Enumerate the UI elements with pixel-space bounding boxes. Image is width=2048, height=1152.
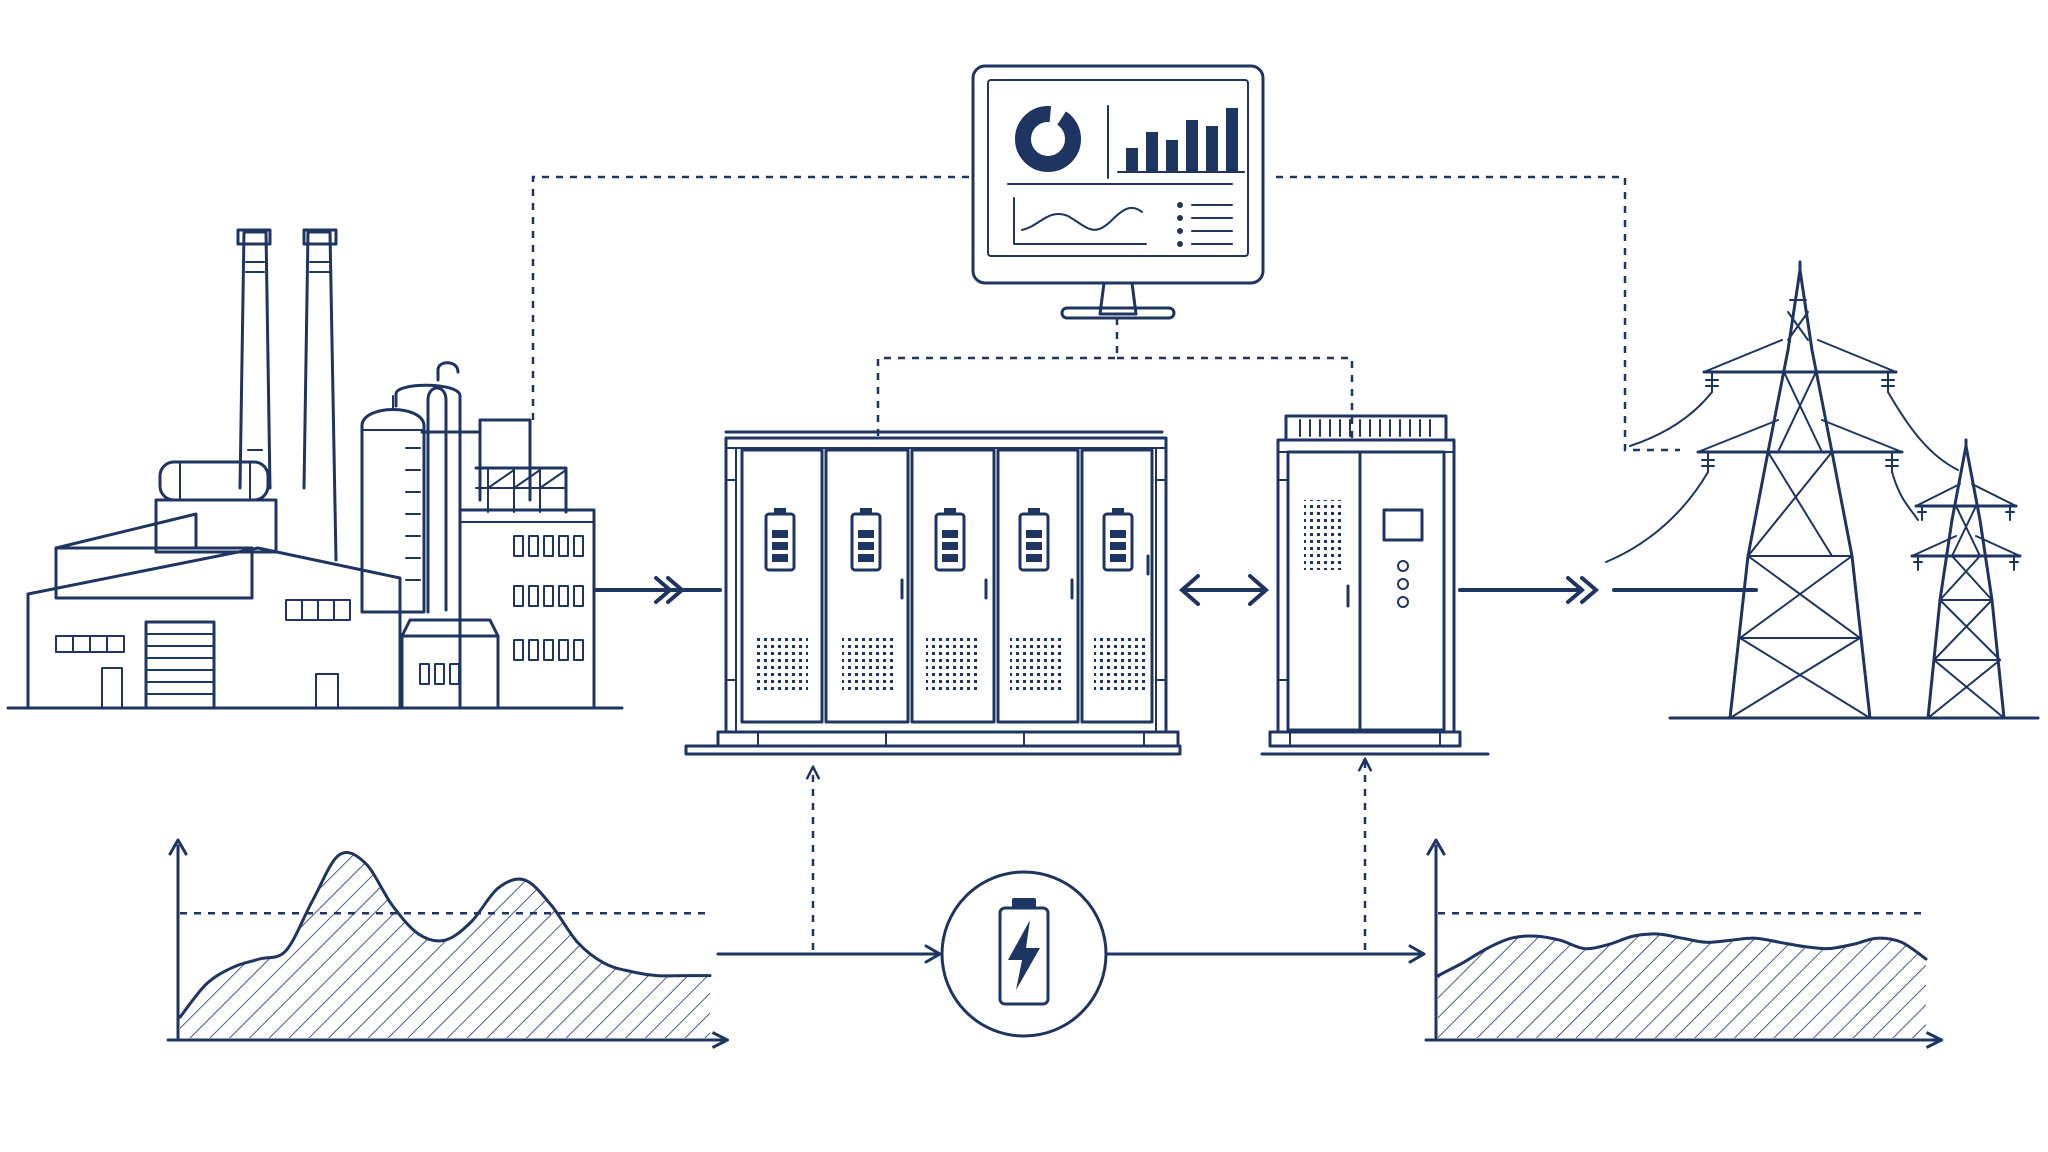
battery-storage-cabinet-icon: [684, 430, 1182, 756]
transmission-tower-icon: [1605, 260, 2040, 720]
battery-cabinet-door-3: [910, 448, 996, 724]
power-conversion-system-icon: [1260, 414, 1490, 756]
flow-arrow-smoothing: [716, 944, 1426, 964]
chart-2-y-arrow: [1426, 838, 1446, 856]
factory-windows: [513, 535, 584, 661]
dashboard-bar-chart-icon: [1117, 108, 1245, 173]
battery-cabinet-door-5: [1080, 448, 1154, 724]
chart-2-area: [1438, 933, 1926, 1038]
battery-cabinet-door-2: [824, 448, 910, 724]
bidirectional-arrow-storage-inverter: [1178, 574, 1270, 606]
chart-1-area: [180, 852, 710, 1038]
battery-charging-icon: [940, 870, 1108, 1038]
factory-icon: [6, 228, 624, 710]
battery-cabinet-door-1: [740, 448, 824, 724]
chart-1-y-arrow: [168, 838, 188, 856]
control-signal-lines: [531, 175, 1680, 950]
battery-cabinet-door-4: [996, 448, 1080, 724]
chart-1-line: [178, 850, 712, 1019]
load-profile-chart-before: [166, 838, 726, 1040]
load-profile-chart-after: [1424, 838, 1940, 1040]
dashboard-list-icon: [1177, 202, 1233, 247]
monitoring-dashboard-icon: [971, 64, 1265, 320]
flow-arrow-inverter-to-grid: [1458, 576, 1758, 604]
flow-arrow-factory-to-storage: [594, 576, 722, 604]
chart-2-line: [1436, 932, 1928, 978]
